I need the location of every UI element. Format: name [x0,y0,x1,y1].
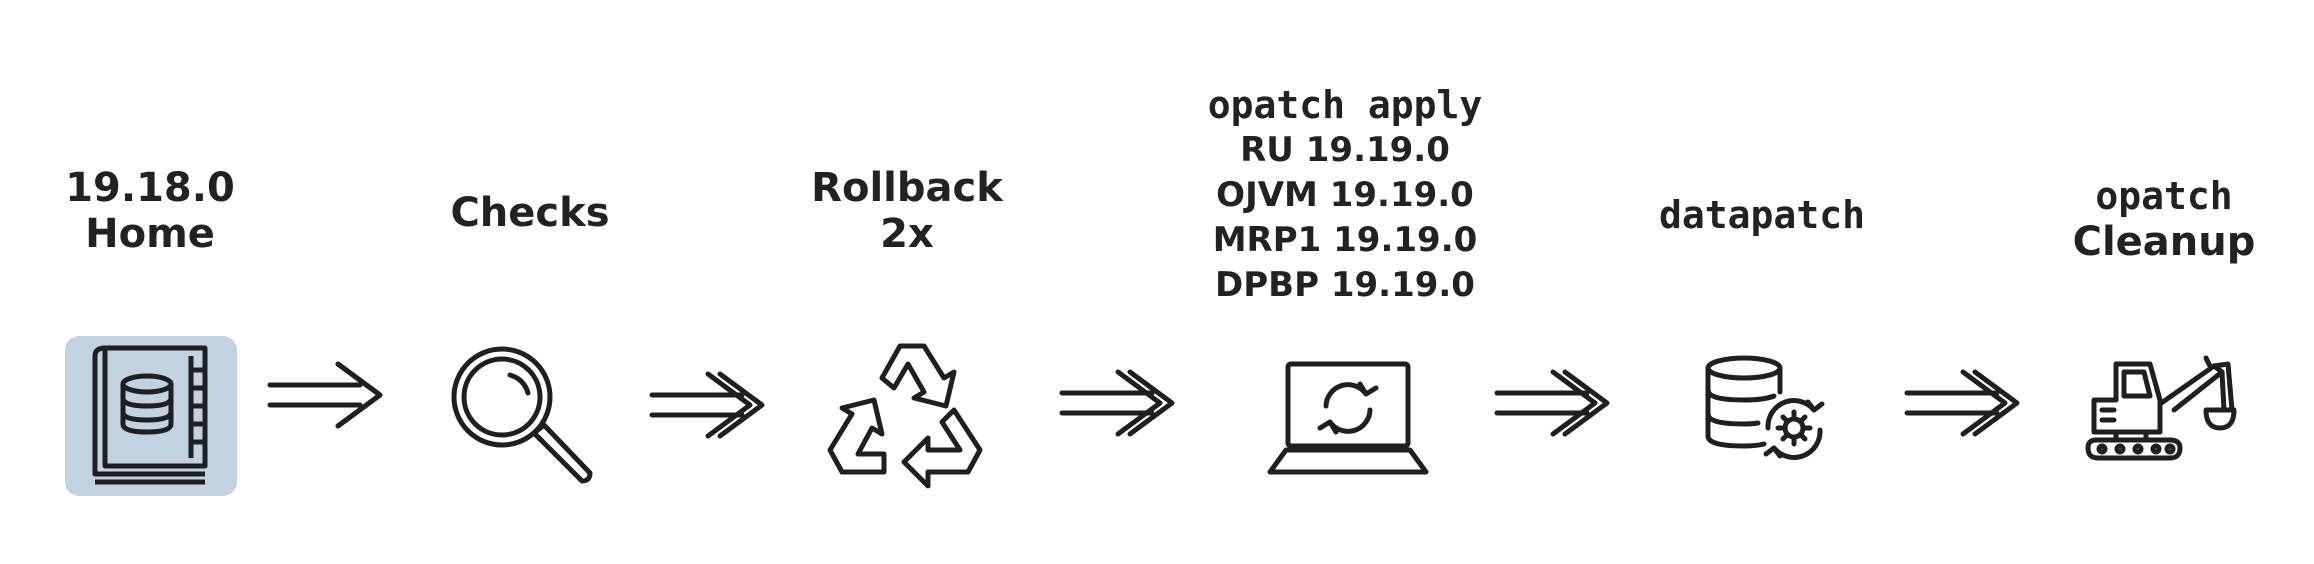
label-line: RU 19.19.0 [1240,130,1450,170]
arrow-2-icon [649,370,768,440]
book-database-icon [65,336,237,496]
step-rollback-label: Rollback 2x [757,165,1057,257]
magnifier-icon [450,345,600,495]
database-gear-icon [1704,355,1834,466]
step-datapatch: datapatch [1612,0,1912,564]
label-line: datapatch [1659,193,1865,237]
label-line: Checks [450,190,610,236]
label-line: 2x [880,211,934,257]
label-line: Cleanup [2072,219,2256,265]
step-apply: opatch apply RU 19.19.0 OJVM 19.19.0 MRP… [1195,0,1495,564]
step-datapatch-label: datapatch [1612,192,1912,238]
excavator-icon [2085,350,2237,465]
arrow-5-icon [1904,368,2023,438]
step-cleanup-label: opatch Cleanup [2014,173,2314,265]
label-line: 19.18.0 [65,165,235,211]
label-line: Rollback [811,165,1003,211]
step-checks: Checks [380,0,680,564]
label-line: MRP1 19.19.0 [1212,220,1478,260]
label-line: OJVM 19.19.0 [1216,175,1474,215]
step-cleanup: opatch Cleanup [2014,0,2314,564]
step-rollback: Rollback 2x [757,0,1057,564]
step-checks-label: Checks [380,190,680,236]
step-home: 19.18.0 Home [0,0,300,564]
laptop-sync-icon [1267,361,1429,477]
step-home-label: 19.18.0 Home [0,165,300,257]
label-line: DPBP 19.19.0 [1215,265,1475,305]
label-line-command: opatch apply [1207,83,1483,127]
label-line: Home [85,211,215,257]
label-line-command: opatch [2095,174,2233,218]
arrow-1-icon [267,360,386,430]
recycle-icon [820,338,990,498]
arrow-4-icon [1494,368,1613,438]
arrow-3-icon [1059,368,1178,438]
step-apply-label: opatch apply RU 19.19.0 OJVM 19.19.0 MRP… [1195,83,1495,308]
